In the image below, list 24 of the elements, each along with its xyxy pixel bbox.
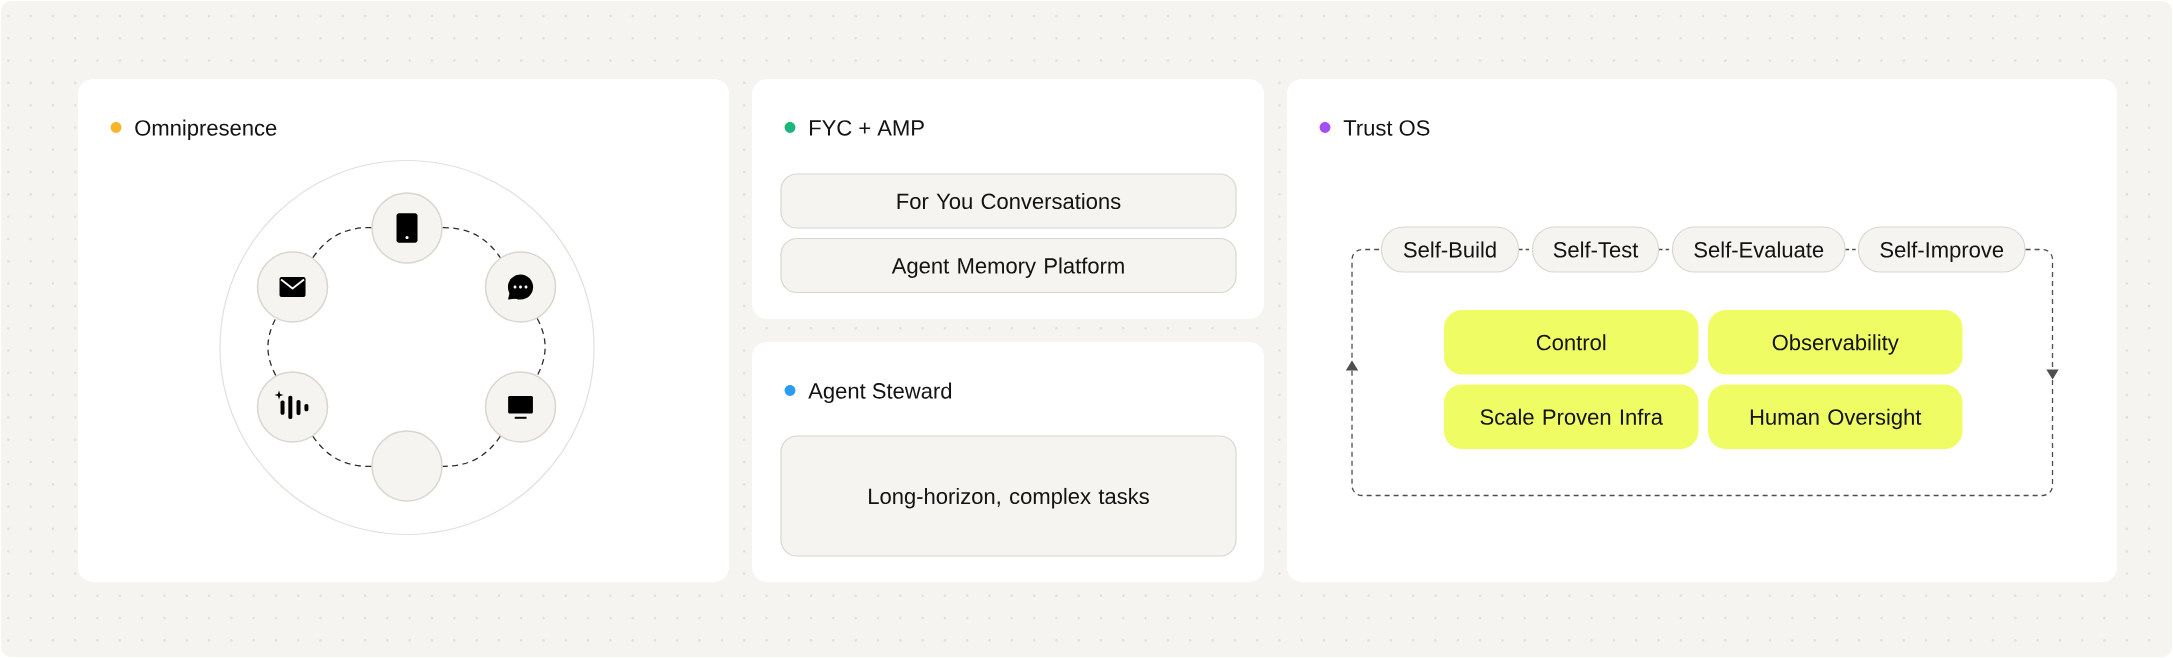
pill: Self-Build	[1380, 226, 1520, 273]
rounded-box: For You Conversations	[780, 173, 1237, 229]
dashed-connector	[536, 317, 546, 377]
rounded-box: Agent Memory Platform	[780, 237, 1237, 294]
card-title: Omnipresence	[135, 119, 277, 141]
dashed-connector	[312, 226, 372, 259]
rounded-box: Long-horizon, complex tasks	[780, 435, 1237, 557]
loop-arrow	[1345, 248, 2059, 497]
highlight-box: Control	[1444, 310, 1699, 375]
pill: Self-Evaluate	[1671, 226, 1846, 273]
dashed-connector	[442, 227, 501, 259]
dashed-connector	[442, 435, 501, 467]
dashed-connector	[267, 317, 277, 377]
channel-circle	[371, 430, 443, 502]
card-title: FYC + AMP	[810, 120, 924, 136]
highlight-box: Observability	[1708, 310, 1963, 375]
dashed-connector	[312, 435, 372, 468]
dashed-connector	[1844, 248, 1859, 251]
highlight-box: Human Oversight	[1708, 384, 1963, 449]
pill: Self-Improve	[1857, 226, 2026, 273]
pill: Self-Test	[1531, 226, 1660, 273]
highlight-box: Scale Proven Infra	[1444, 384, 1699, 449]
card-title: Agent Steward	[808, 382, 952, 404]
card-title: Trust OS	[1343, 120, 1430, 136]
